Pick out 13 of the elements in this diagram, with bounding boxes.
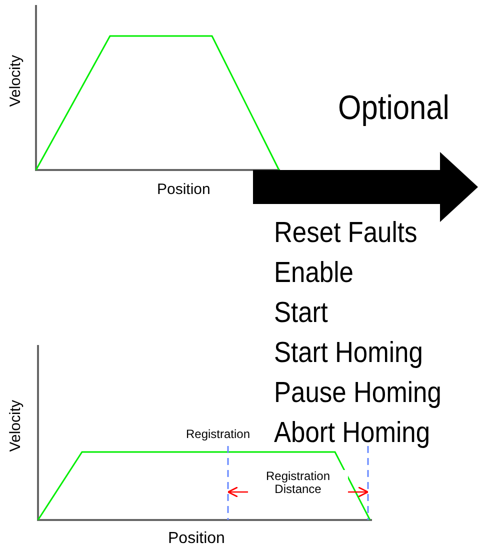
dimension-label: Registration Distance: [248, 470, 348, 496]
command-text: Abort Homing: [274, 418, 430, 450]
command-text: Enable: [274, 258, 354, 290]
command-text: Start Homing: [274, 338, 423, 370]
heading-text: Optional: [338, 90, 450, 128]
axis-title: Velocity: [8, 400, 24, 452]
command-text: Reset Faults: [274, 218, 418, 250]
command-text: Start: [274, 298, 328, 330]
axis-title: Position: [157, 182, 210, 198]
marker-label: Registration: [186, 428, 250, 442]
axis-title: Position: [168, 530, 225, 548]
command-text: Pause Homing: [274, 378, 442, 410]
axis-title: Velocity: [8, 55, 24, 107]
